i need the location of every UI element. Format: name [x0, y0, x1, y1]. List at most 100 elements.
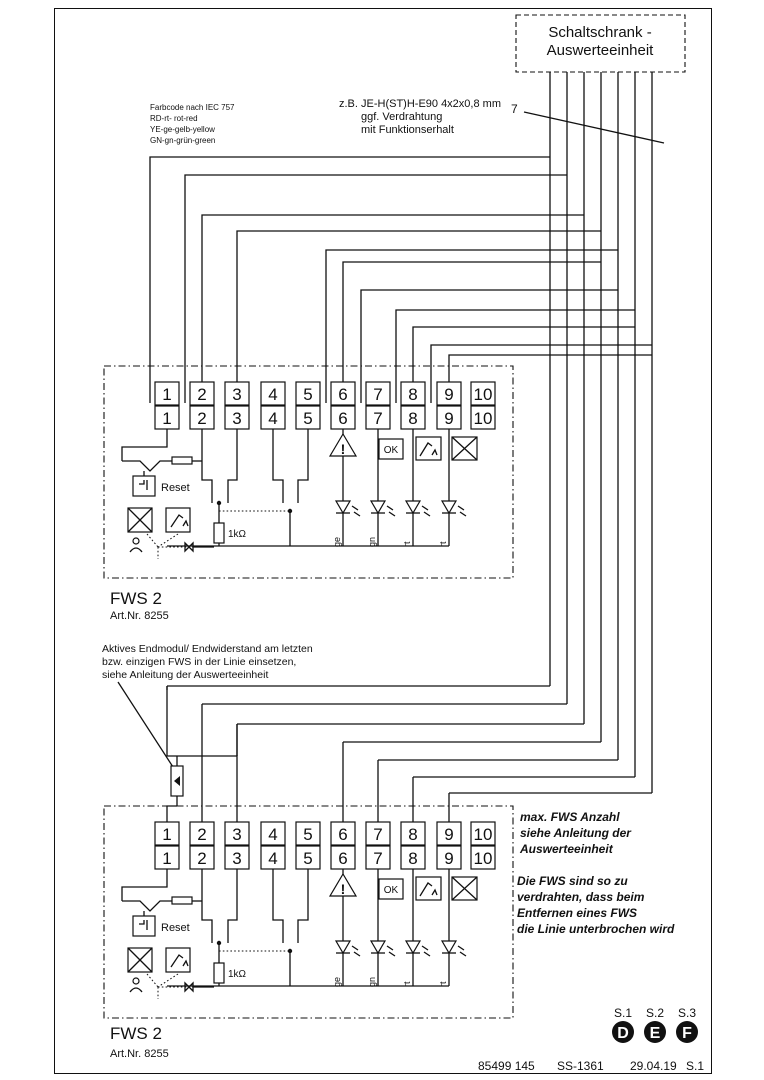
- terminal-10-top-label: 10: [474, 825, 493, 844]
- reset-switch-icon: [132, 915, 156, 937]
- terminal-4-top-label: 4: [268, 825, 277, 844]
- led-3-icon: [404, 940, 422, 955]
- page-badge-letter-1: D: [617, 1025, 629, 1042]
- terminal-5-bottom-label: 5: [303, 409, 312, 428]
- color-code-line-3: GN-gn-grün-green: [150, 136, 215, 145]
- terminal-9-top-label: 9: [444, 385, 453, 404]
- color-code-legend: Farbcode nach IEC 757 RD-rt- rot-red YE-…: [150, 103, 235, 145]
- page-badge-label-1: S.1: [614, 1006, 632, 1020]
- max-note-2: siehe Anleitung der: [520, 826, 632, 840]
- cable-count: 7: [511, 102, 518, 116]
- valve-icon: [184, 541, 194, 553]
- terminal-7-top: [365, 821, 391, 846]
- led-1-color: ge: [332, 977, 342, 987]
- module-2-artnr: Art.Nr. 8255: [110, 1048, 169, 1060]
- terminal-5-top-label: 5: [303, 385, 312, 404]
- terminal-7-bottom-label: 7: [373, 409, 382, 428]
- resistor-1k: [213, 522, 225, 544]
- terminal-6-bottom-label: 6: [338, 849, 347, 868]
- fire-hand-icon: [165, 507, 191, 533]
- terminal-8-top: [400, 381, 426, 406]
- terminal-4-top: [260, 381, 286, 406]
- endmodule-note-2: bzw. einzigen FWS in der Linie einsetzen…: [102, 656, 296, 668]
- terminal-3-top-label: 3: [232, 825, 241, 844]
- reset-switch-icon: [132, 475, 156, 497]
- terminal-6-top-label: 6: [338, 825, 347, 844]
- terminal-2-top-label: 2: [197, 825, 206, 844]
- cable-feeder-5: [325, 249, 618, 403]
- page-badge-label-2: S.2: [646, 1006, 664, 1020]
- terminal-2-bottom-label: 2: [197, 849, 206, 868]
- footer-code: SS-1361: [557, 1059, 604, 1073]
- terminal-8-top: [400, 821, 426, 846]
- terminal-7-top-label: 7: [373, 825, 382, 844]
- color-code-line-2: YE-ge-gelb-yellow: [150, 125, 215, 134]
- terminal-8-top-label: 8: [408, 385, 417, 404]
- resistor-1k: [213, 962, 225, 984]
- reset-label: Reset: [161, 482, 190, 494]
- color-code-line-1: RD-rt- rot-red: [150, 114, 198, 123]
- terminal-7-bottom-label: 7: [373, 849, 382, 868]
- ok-icon: [378, 878, 404, 900]
- led-4-icon: [440, 500, 458, 515]
- terminal-9-top: [436, 381, 462, 406]
- terminal-3-top-label: 3: [232, 385, 241, 404]
- cable-note-2: mit Funktionserhalt: [361, 124, 454, 136]
- cable-feeder-8: [395, 309, 635, 403]
- page-badges: S.1 S.2 S.3 D E F: [612, 1006, 698, 1043]
- cabinet-title-2: Auswerteeinheit: [547, 42, 655, 59]
- led-1-color: ge: [332, 537, 342, 547]
- terminal-1-top-label: 1: [162, 385, 171, 404]
- terminal-6-top-label: 6: [338, 385, 347, 404]
- terminal-10-top: [470, 381, 496, 406]
- wiring-note-3: Entfernen eines FWS: [517, 906, 637, 920]
- terminal-3-bottom-label: 3: [232, 409, 241, 428]
- max-note-1: max. FWS Anzahl: [520, 810, 620, 824]
- alarm-icon: [415, 436, 442, 461]
- terminal-4-top: [260, 821, 286, 846]
- terminal-8-bottom-label: 8: [408, 409, 417, 428]
- terminal-10-top-label: 10: [474, 385, 493, 404]
- endmodule-note-3: siehe Anleitung der Auswerteeinheit: [102, 669, 268, 681]
- color-code-title: Farbcode nach IEC 757: [150, 103, 235, 112]
- warning-icon: [328, 432, 358, 457]
- svg-text:!: !: [341, 441, 346, 457]
- endmodule-note-1: Aktives Endmodul/ Endwiderstand am letzt…: [102, 643, 313, 655]
- alarm-icon: [415, 876, 442, 901]
- terminal-2-top: [189, 381, 215, 406]
- terminal-9-top: [436, 821, 462, 846]
- resistor-1k-label: 1kΩ: [228, 529, 247, 540]
- led-3-icon: [404, 500, 422, 515]
- led-1-icon: [334, 940, 352, 955]
- footer-page: S.1: [686, 1059, 704, 1073]
- terminal-10-top: [470, 821, 496, 846]
- warning-icon: [328, 872, 358, 897]
- cable-feeder-1: [149, 156, 550, 403]
- terminal-7-top-label: 7: [373, 385, 382, 404]
- terminal-2-top-label: 2: [197, 385, 206, 404]
- led-2-icon: [369, 940, 387, 955]
- footer-docno: 85499 145: [478, 1059, 535, 1073]
- wiring-note-2: verdrahten, dass beim: [517, 890, 645, 904]
- ok-icon: [378, 438, 404, 460]
- wiring-note-1: Die FWS sind so zu: [517, 874, 628, 888]
- terminal-1-top: [154, 381, 180, 406]
- max-note-3: Auswerteeinheit: [519, 842, 614, 856]
- terminal-5-top: [295, 381, 321, 406]
- resistor-1k-label: 1kΩ: [228, 969, 247, 980]
- terminal-6-bottom-label: 6: [338, 409, 347, 428]
- cable-type: z.B. JE-H(ST)H-E90 4x2x0,8 mm: [339, 98, 501, 110]
- terminal-6-top: [330, 381, 356, 406]
- end-module-component: [170, 756, 184, 806]
- led-3-color: rt: [402, 541, 412, 547]
- cable-feeder-6: [342, 261, 601, 403]
- terminal-8-top-label: 8: [408, 825, 417, 844]
- page-badge-letter-2: E: [650, 1025, 661, 1042]
- reset-label: Reset: [161, 922, 190, 934]
- cable-feeder-4: [236, 230, 601, 403]
- terminal-10-bottom-label: 10: [474, 409, 493, 428]
- cabinet-title-1: Schaltschrank -: [548, 24, 651, 41]
- led-4-icon: [440, 940, 458, 955]
